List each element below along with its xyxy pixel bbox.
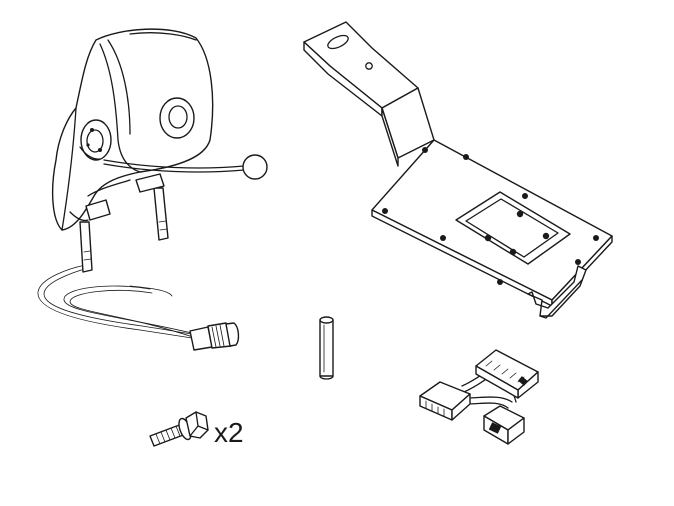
wiring-harness xyxy=(419,349,539,445)
headrest-straps xyxy=(69,173,165,222)
headrest-shell xyxy=(51,28,214,231)
microphone-boom xyxy=(103,154,268,180)
headrest-cable-connector xyxy=(189,322,240,351)
headrest-speaker-assembly xyxy=(37,28,268,351)
headrest-cable xyxy=(37,264,197,339)
mounting-bracket xyxy=(303,21,613,319)
bolt xyxy=(149,411,209,447)
bolt-quantity-label: x2 xyxy=(214,417,244,448)
headrest-support-posts xyxy=(79,187,169,273)
pin xyxy=(319,316,334,380)
microphone-mount xyxy=(79,119,112,161)
